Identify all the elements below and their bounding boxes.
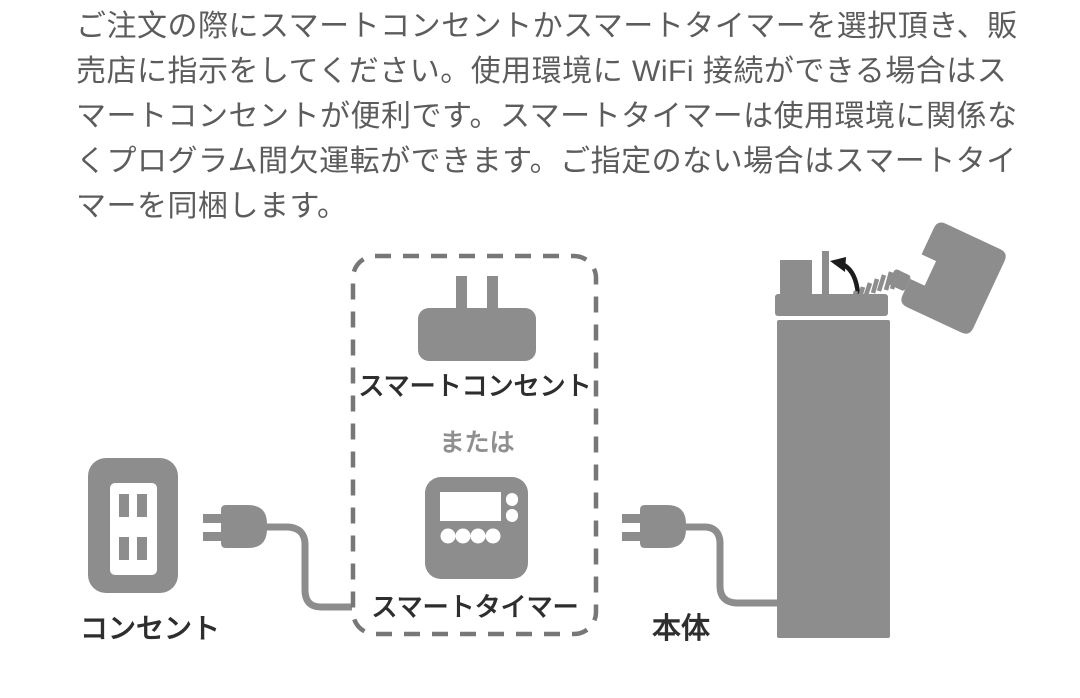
outlet-slot xyxy=(137,494,147,517)
plug-prong xyxy=(622,532,644,541)
options-dashed-box xyxy=(350,253,599,637)
or-label: または xyxy=(439,429,515,457)
outlet-slot xyxy=(119,537,129,560)
open-direction-arrow-icon xyxy=(830,257,861,295)
plug-prong xyxy=(203,532,225,541)
left-cord xyxy=(264,523,352,611)
timer-side-button xyxy=(506,509,518,522)
plug-body xyxy=(640,505,686,548)
lid-box xyxy=(901,222,1006,334)
timer-button xyxy=(485,528,501,544)
smart-plug-prong xyxy=(487,276,498,312)
main-unit-label: 本体 xyxy=(652,613,711,645)
smart-plug-icon xyxy=(418,276,536,361)
outlet-slot xyxy=(137,537,147,560)
open-lid-icon xyxy=(888,222,1006,334)
smart-plug-label: スマートコンセント xyxy=(358,371,592,401)
timer-button xyxy=(470,528,486,544)
main-unit-icon xyxy=(775,251,890,638)
main-unit-cap xyxy=(775,294,888,316)
outlet-label: コンセント xyxy=(80,613,221,644)
outlet-face xyxy=(110,483,157,575)
plug-prong xyxy=(203,514,225,523)
outlet-slot xyxy=(119,494,129,517)
smart-plug-body xyxy=(418,308,536,361)
timer-side-button xyxy=(506,493,518,506)
plug-body xyxy=(221,505,267,548)
right-cord xyxy=(683,523,780,607)
smart-timer-icon xyxy=(425,477,528,579)
main-unit-lever xyxy=(822,251,829,294)
smart-timer-label: スマートタイマー xyxy=(371,592,579,622)
main-unit-body xyxy=(777,320,890,638)
intro-paragraph: ご注文の際にスマートコンセントかスマートタイマーを選択頂き、販 売店に指示をして… xyxy=(76,10,1018,223)
timer-button xyxy=(440,528,456,544)
timer-button xyxy=(455,528,471,544)
power-plug-right-icon xyxy=(622,505,686,548)
wall-outlet-icon xyxy=(88,458,178,593)
power-plug-left-icon xyxy=(203,505,267,548)
timer-screen xyxy=(440,492,501,521)
smart-plug-prong xyxy=(456,276,467,312)
lid-connector xyxy=(888,269,911,291)
main-unit-vent xyxy=(780,260,812,296)
plug-prong xyxy=(622,514,644,523)
